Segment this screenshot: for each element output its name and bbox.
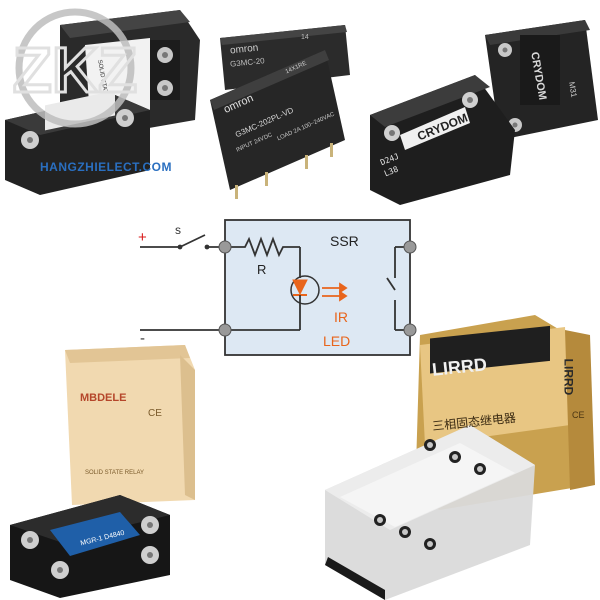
box-brand-side: LIRRD [561, 358, 576, 396]
watermark-url: HANGZHIELECT.COM [40, 160, 172, 174]
crydom-relays-photo [370, 20, 598, 205]
photo-bottom-right: LIRRD LIRRD 三相固态继电器 CE [320, 315, 600, 600]
terminal-input-negative [218, 323, 232, 337]
watermark-logo: ZKZ [11, 8, 139, 128]
switch-label: s [175, 223, 181, 237]
back-relay-code: 14 [301, 34, 309, 41]
box-ce-mark: CE [148, 408, 162, 419]
output-switch [386, 277, 396, 291]
switch-blade [179, 234, 206, 248]
resistor-symbol [225, 236, 300, 258]
ir-emission-arrows [322, 282, 348, 302]
mbdele-box-photo [10, 345, 195, 598]
ssr-label: SSR [330, 233, 359, 249]
photo-bottom-left: MBDELE CE SOLID STATE RELAY MGR-1 D4840 [0, 330, 215, 600]
terminal-input-positive [218, 240, 232, 254]
photo-top-center: omron G3MC-20 14 omron 14X1RE G3MC-202PL… [205, 20, 365, 200]
lirrd-box-photo [325, 315, 595, 600]
box-side-text: SOLID STATE RELAY [85, 470, 145, 476]
watermark-logo-text: ZKZ [13, 34, 137, 106]
plus-label: + [138, 229, 147, 246]
led-housing [290, 275, 320, 305]
led-symbol [292, 279, 308, 296]
box-ce-mark: CE [572, 410, 585, 420]
resistor-label: R [257, 262, 266, 277]
relay-photo-top-left: SOLID STATE RELAY [5, 10, 200, 195]
terminal-output-1 [403, 240, 417, 254]
photo-top-left: SOLID STATE RELAY ZKZ HANGZHIELECT.COM [0, 0, 200, 205]
box-brand: MBDELE [80, 392, 127, 404]
photo-top-right: CRYDOM CRYDOM M31 D24J L38 [370, 15, 600, 205]
omron-relays-photo [210, 25, 350, 199]
